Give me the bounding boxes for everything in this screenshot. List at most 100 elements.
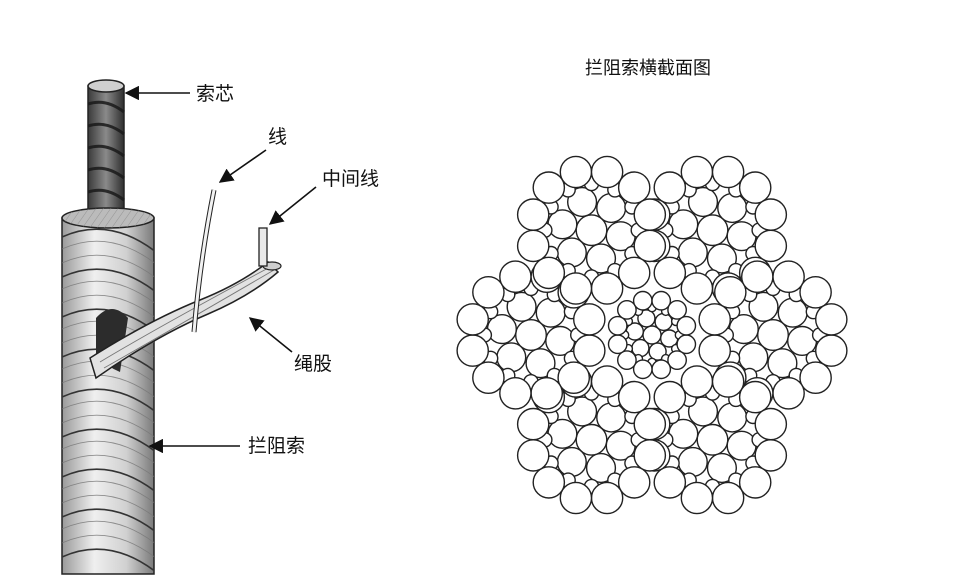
- strand-2-outer-wire: [714, 275, 747, 309]
- strand-6-outer-wire: [516, 229, 550, 263]
- arrow-center-wire: [268, 186, 317, 225]
- strand-4-wire: [556, 446, 587, 478]
- callout-arrows: [124, 85, 317, 454]
- label-center-wire: 中间线: [322, 168, 379, 190]
- strand-1-wire: [677, 237, 708, 268]
- strand-3-wire: [706, 452, 737, 484]
- strand-0-outer-wire: [667, 299, 687, 320]
- label-core: 索芯: [196, 83, 234, 105]
- strand-2-wire: [748, 291, 779, 322]
- strand-3-outer-wire: [738, 466, 772, 499]
- strand-1-outer-wire: [754, 198, 788, 231]
- strand-4-outer-wire: [590, 365, 624, 398]
- strand-5-outer-wire: [456, 303, 490, 336]
- strand-3-outer-wire: [680, 365, 714, 398]
- strand-0-outer-wire: [667, 350, 687, 370]
- label-wire: 线: [268, 126, 287, 148]
- strand-4-outer-wire: [559, 481, 593, 515]
- strand-0-outer-wire: [676, 315, 697, 336]
- strand-1-outer-wire: [680, 272, 714, 305]
- strand-6-outer-wire: [590, 155, 624, 189]
- strand-5-wire: [496, 342, 527, 373]
- strand-5-outer-wire: [530, 376, 564, 410]
- strand-4-outer-wire: [633, 439, 667, 472]
- strand-6-outer-wire: [633, 229, 667, 263]
- strand-3-wire: [677, 446, 708, 478]
- strand-5-outer-wire: [499, 260, 532, 294]
- strand-6-outer-wire: [516, 198, 550, 231]
- strand-5-wire: [535, 297, 566, 328]
- arrow-wire: [218, 149, 267, 183]
- strand-1-outer-wire: [653, 256, 687, 290]
- strand-5-outer-wire: [557, 361, 591, 395]
- strand-6-wire: [585, 243, 617, 274]
- strand-2-outer-wire: [772, 260, 805, 294]
- strand-5-wire: [506, 291, 537, 322]
- rope-center-wire: [258, 227, 268, 267]
- strand-6-wire: [596, 192, 627, 224]
- strand-4-outer-wire: [617, 380, 651, 414]
- label-cable: 拦阻索: [248, 435, 305, 457]
- label-strand: 绳股: [294, 353, 332, 375]
- strand-2-outer-wire: [815, 303, 848, 336]
- strand-1-outer-wire: [653, 171, 687, 204]
- strand-5-outer-wire: [573, 303, 606, 336]
- strand-0-outer-wire: [651, 359, 672, 380]
- strand-0-outer-wire: [617, 350, 637, 370]
- strand-1-wire: [687, 186, 719, 218]
- strand-3-outer-wire: [653, 466, 687, 499]
- strand-1-wire: [717, 192, 748, 224]
- strand-6-outer-wire: [617, 171, 651, 204]
- strand-4-outer-wire: [516, 439, 550, 472]
- strand-5-outer-wire: [456, 334, 490, 367]
- rope-core: [87, 79, 125, 227]
- strand-0-outer-wire: [607, 334, 628, 355]
- strand-4-outer-wire: [590, 481, 624, 515]
- strand-6-outer-wire: [559, 155, 593, 189]
- strand-0-outer-wire: [632, 290, 653, 311]
- strand-2-outer-wire: [741, 260, 774, 294]
- strand-6-wire: [556, 237, 587, 268]
- strand-3-outer-wire: [711, 481, 745, 515]
- strand-2-outer-wire: [698, 303, 732, 336]
- strand-6-outer-wire: [617, 256, 651, 290]
- strand-1-outer-wire: [738, 171, 772, 204]
- strand-6-outer-wire: [590, 272, 624, 305]
- strand-5-wire: [525, 348, 556, 379]
- strand-6-outer-wire: [559, 272, 593, 305]
- strand-1-wire: [706, 243, 737, 274]
- strand-0-outer-wire: [617, 299, 637, 320]
- strand-4-wire: [596, 402, 627, 433]
- strand-3-wire: [687, 396, 719, 427]
- rope-wire: [191, 189, 217, 333]
- strand-0-outer-wire: [651, 290, 672, 311]
- strand-4-outer-wire: [516, 407, 550, 441]
- strand-5-outer-wire: [499, 376, 532, 410]
- strand-5-outer-wire: [472, 275, 505, 309]
- strand-3-outer-wire: [680, 481, 714, 515]
- strand-4-outer-wire: [633, 407, 667, 441]
- strand-3-outer-wire: [711, 365, 745, 398]
- strand-2-outer-wire: [698, 334, 732, 367]
- strand-2-outer-wire: [772, 376, 805, 410]
- strand-1-outer-wire: [680, 155, 714, 189]
- strand-3-outer-wire: [653, 380, 687, 414]
- strand-3-outer-wire: [738, 380, 772, 414]
- strand-2-outer-wire: [799, 361, 832, 395]
- strand-6-outer-wire: [532, 171, 566, 204]
- strand-2-wire: [767, 348, 798, 379]
- rope-strand: [89, 260, 282, 380]
- rope-illustration: 索芯 线 中间线 绳股 拦阻索: [61, 79, 379, 575]
- strand-5-outer-wire: [472, 361, 505, 395]
- strand-3-outer-wire: [754, 439, 788, 472]
- arrow-strand: [248, 317, 293, 353]
- strand-6-outer-wire: [532, 256, 566, 290]
- strand-0-outer-wire: [607, 315, 628, 336]
- strand-1-outer-wire: [754, 229, 788, 263]
- strand-4-outer-wire: [532, 466, 566, 499]
- cross-section-title: 拦阻索横截面图: [585, 58, 711, 79]
- rope-body: [61, 207, 155, 575]
- strand-3-outer-wire: [754, 407, 788, 441]
- strand-3-wire: [717, 402, 748, 433]
